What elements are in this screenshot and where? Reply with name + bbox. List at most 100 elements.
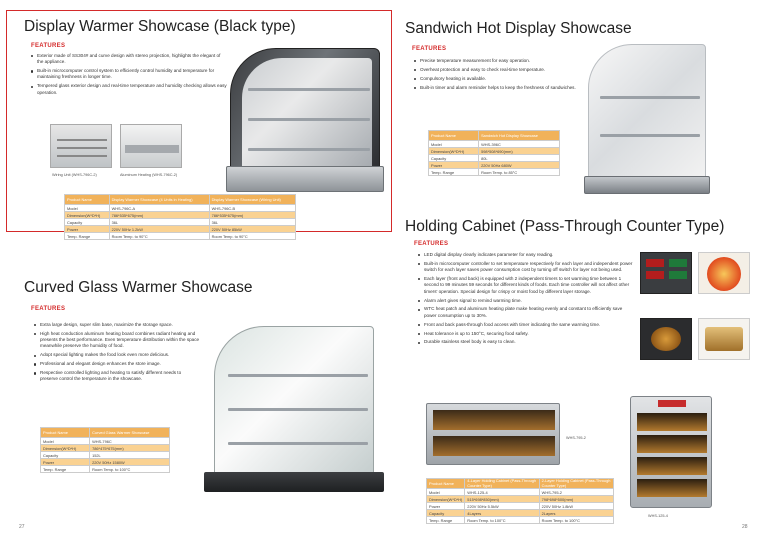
- table-cell: 598*508*690(mm): [478, 147, 560, 155]
- holding-cabinet-features-list: LED digital display clearly indicates pa…: [418, 252, 634, 348]
- table-cell: Model: [39, 437, 91, 445]
- table-cell: Display Warmer Showcase (Wiring Unit): [208, 194, 297, 205]
- table-cell: Dimension(W*D*H): [64, 211, 110, 219]
- table-cell: Power: [427, 161, 480, 169]
- table-cell: 786*535*675(mm): [108, 211, 210, 219]
- holding-cabinet-features-label: FEATURES: [414, 241, 449, 247]
- table-cell: 220V 50Hz 1.8kW: [538, 502, 615, 510]
- table-cell: Sandwich Hot Display Showcase: [478, 130, 560, 141]
- curved-glass-feature: Professional and elegant design enhances…: [34, 361, 200, 367]
- holding-cabinet-feature: LED digital display clearly indicates pa…: [418, 252, 634, 258]
- food-pan-photo: [698, 318, 750, 360]
- table-header-row: Product Name 4-Layer Holding Cabinet (Pa…: [425, 478, 615, 489]
- table-cell: WHS-795-2: [538, 488, 615, 496]
- curved-glass-title: Curved Glass Warmer Showcase: [24, 279, 253, 296]
- table-cell: Room Temp. to 90°C: [108, 232, 210, 240]
- table-row: Dimension(W*D*H) 786*475*675(mm): [39, 444, 170, 452]
- sandwich-feature: Overheat protection and easy to check re…: [414, 67, 586, 73]
- sandwich-feature: Precise temperature measurement for easy…: [414, 58, 586, 64]
- two-layer-cabinet-caption: WHS-795-2: [566, 436, 586, 440]
- table-row: Temp. Range Room Temp. to 100°C: [39, 465, 170, 473]
- table-row: Capacity 36L 36L: [64, 218, 297, 226]
- table-cell: Power: [425, 502, 466, 510]
- sandwich-showcase-image: [584, 44, 710, 196]
- table-header-row: Product Name Sandwich Hot Display Showca…: [427, 130, 560, 141]
- table-cell: 220V 50Hz 1580W: [89, 458, 170, 466]
- display-warmer-feature: Tempered glass exterior design and real-…: [31, 83, 227, 96]
- two-layer-cabinet-image: [426, 403, 560, 465]
- table-cell: WHS-125-4: [464, 488, 540, 496]
- table-header-row: Product Name Display Warmer Showcase (4 …: [64, 194, 297, 205]
- curved-glass-feature: Respective controlled lighting and heati…: [34, 370, 200, 383]
- four-layer-cabinet-image: [630, 396, 712, 508]
- curved-glass-feature: Extra large design, super slim base, max…: [34, 322, 200, 328]
- display-warmer-feature: Built-in microcomputer control system to…: [31, 68, 227, 81]
- holding-cabinet-title: Holding Cabinet (Pass-Through Counter Ty…: [405, 218, 725, 235]
- curved-glass-spec-table: Product Name Curved Glass Warmer Showcas…: [39, 427, 170, 473]
- holding-cabinet-feature: WTC heat patch and aluminum heating plat…: [418, 306, 634, 319]
- table-cell: 80L: [478, 154, 560, 162]
- table-cell: Room Temp. to 100°C: [538, 516, 615, 524]
- table-row: Model WHS-796C-A WHS-796C-B: [64, 204, 297, 212]
- table-row: Power 220V 50Hz 5.5kW 220V 50Hz 1.8kW: [425, 502, 615, 510]
- holding-cabinet-feature: Front and back pass-through food access …: [418, 322, 634, 328]
- table-cell: Room Temp. to 90°C: [208, 232, 297, 240]
- table-cell: WHS-796C-B: [208, 204, 297, 212]
- sandwich-title: Sandwich Hot Display Showcase: [405, 20, 632, 37]
- table-row: Capacity 152L: [39, 451, 170, 459]
- table-header-row: Product Name Curved Glass Warmer Showcas…: [39, 427, 170, 438]
- table-cell: 36L: [108, 218, 210, 226]
- table-cell: Product Name: [427, 130, 480, 141]
- table-cell: Temp. Range: [427, 168, 480, 176]
- table-cell: 4-Layer Holding Cabinet (Pass-Through Co…: [464, 478, 540, 489]
- table-cell: Room Temp. to 85°C: [478, 168, 560, 176]
- food-tray-photo: [640, 318, 692, 360]
- table-cell: 4Layers: [464, 509, 540, 517]
- table-cell: 798*698*500(mm): [538, 495, 615, 503]
- table-cell: WHS-796C: [89, 437, 170, 445]
- table-cell: 220V 50Hz 680W: [478, 161, 560, 169]
- table-cell: 152L: [89, 451, 170, 459]
- table-cell: 786*475*675(mm): [89, 444, 170, 452]
- table-cell: 786*535*675(mm): [208, 211, 297, 219]
- curved-glass-feature: Adopt special lighting makes the food lo…: [34, 352, 200, 358]
- aluminum-heating-caption: Aluminum Heating (WHS-796C-2): [120, 173, 178, 177]
- holding-cabinet-feature: Each layer (front and back) is equipped …: [418, 276, 634, 295]
- table-cell: Product Name: [64, 194, 110, 205]
- table-row: Model WHS-396C: [427, 140, 560, 148]
- display-warmer-title: Display Warmer Showcase (Black type): [24, 18, 296, 35]
- aluminum-heating-photo: [120, 124, 182, 168]
- table-cell: Dimension(W*D*H): [427, 147, 480, 155]
- table-cell: Power: [64, 225, 110, 233]
- table-cell: Display Warmer Showcase (4 Units in Heat…: [108, 194, 210, 205]
- page-number-right: 28: [742, 524, 748, 530]
- display-warmer-feature: Exterior made of SS304# and curve design…: [31, 53, 227, 66]
- curved-glass-feature: High heat conduction aluminum heating bo…: [34, 331, 200, 350]
- holding-cabinet-spec-table: Product Name 4-Layer Holding Cabinet (Pa…: [425, 478, 615, 524]
- table-cell: 220V 50Hz 85kW: [208, 225, 297, 233]
- table-row: Power 220V 50Hz 680W: [427, 161, 560, 169]
- table-row: Dimension(W*D*H) 598*508*690(mm): [427, 147, 560, 155]
- table-row: Temp. Range Room Temp. to 85°C: [427, 168, 560, 176]
- sandwich-spec-table: Product Name Sandwich Hot Display Showca…: [427, 130, 560, 176]
- wiring-unit-photo: [50, 124, 112, 168]
- table-cell: Curved Glass Warmer Showcase: [89, 427, 170, 438]
- table-cell: Model: [427, 140, 480, 148]
- table-row: Capacity 80L: [427, 154, 560, 162]
- control-panel-photo: [640, 252, 692, 294]
- table-row: Temp. Range Room Temp. to 90°C Room Temp…: [64, 232, 297, 240]
- table-cell: Power: [39, 458, 91, 466]
- display-warmer-spec-table: Product Name Display Warmer Showcase (4 …: [64, 194, 297, 240]
- curved-glass-features-list: Extra large design, super slim base, max…: [34, 322, 200, 385]
- table-cell: Product Name: [425, 478, 466, 489]
- table-row: Power 220V 50Hz 1.2kW 220V 50Hz 85kW: [64, 225, 297, 233]
- four-layer-cabinet-caption: WHS-125-4: [648, 514, 668, 518]
- table-cell: Capacity: [425, 509, 466, 517]
- table-cell: 220V 50Hz 1.2kW: [108, 225, 210, 233]
- table-row: Dimension(W*D*H) 515*698*850(mm) 798*698…: [425, 495, 615, 503]
- table-cell: 515*698*850(mm): [464, 495, 540, 503]
- table-cell: Model: [64, 204, 110, 212]
- table-cell: Dimension(W*D*H): [39, 444, 91, 452]
- sandwich-feature: Compulsory heating is available.: [414, 76, 586, 82]
- sandwich-features-list: Precise temperature measurement for easy…: [414, 58, 586, 94]
